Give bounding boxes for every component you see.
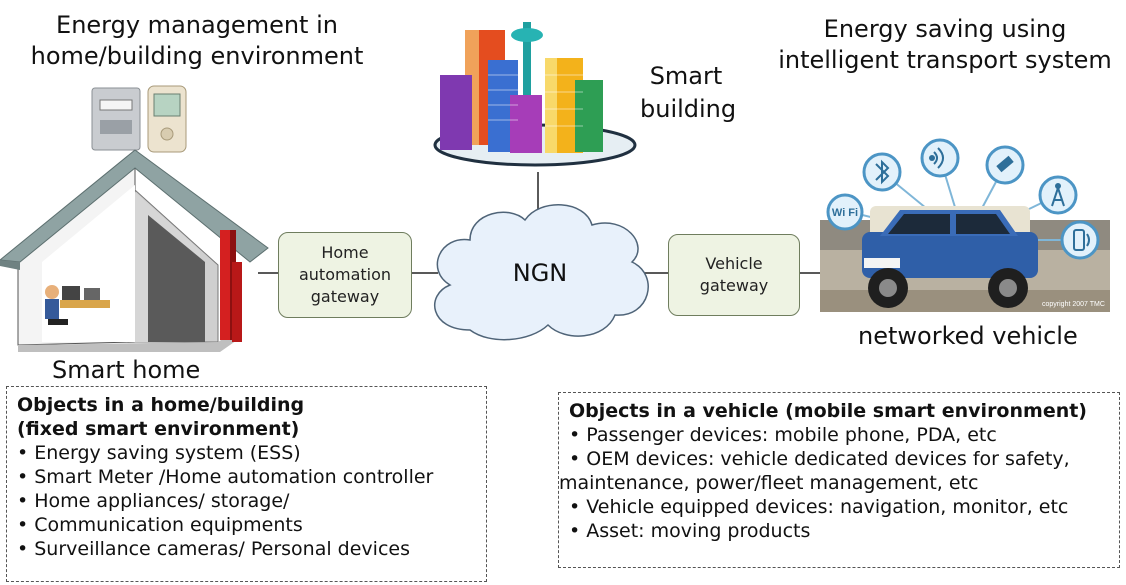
- list-item: • OEM devices: vehicle dedicated devices…: [569, 448, 1070, 470]
- gateway-label-line: Vehicle: [705, 254, 763, 273]
- gateway-label-line: gateway: [699, 276, 769, 295]
- networked-vehicle-illustration: copyright 2007 TMC: [820, 157, 1110, 312]
- smart-home-illustration: [0, 149, 269, 352]
- heading-energy-transport: Energy saving using intelligent transpor…: [765, 14, 1125, 76]
- copyright-label: copyright 2007 TMC: [1042, 301, 1105, 308]
- list-item: • Passenger devices: mobile phone, PDA, …: [569, 424, 997, 446]
- heading-line: Energy management in: [56, 11, 338, 39]
- list-item: • Smart Meter /Home automation controlle…: [17, 466, 434, 488]
- smart-building-illustration: [433, 22, 637, 167]
- phone-icon: [1060, 220, 1100, 260]
- smart-home-label: Smart home: [52, 356, 201, 384]
- list-item: • Asset: moving products: [569, 520, 811, 542]
- signal-icon: [920, 138, 960, 178]
- smart-building-label: Smart building: [640, 60, 736, 126]
- gateway-label-line: gateway: [310, 287, 380, 306]
- ngn-label: NGN: [513, 259, 568, 287]
- smart-meter-icons: [91, 85, 187, 153]
- wifi-icon: Wi Fi: [826, 193, 864, 231]
- caption-line: Smart: [649, 62, 723, 90]
- bluetooth-icon: [862, 152, 902, 192]
- caption-line: building: [640, 95, 737, 123]
- antenna-icon: [1038, 175, 1078, 215]
- home-automation-gateway: Home automation gateway: [278, 232, 412, 318]
- heading-line: intelligent transport system: [778, 46, 1112, 74]
- satellite-icon: [985, 145, 1025, 185]
- list-item: • Vehicle equipped devices: navigation, …: [569, 496, 1069, 518]
- ngn-cloud: [434, 204, 649, 341]
- home-objects-box: Objects in a home/building (fixed smart …: [6, 386, 487, 582]
- heading-energy-home: Energy management in home/building envir…: [2, 10, 392, 72]
- home-objects-title: (fixed smart environment): [17, 418, 300, 440]
- vehicle-gateway: Vehicle gateway: [668, 234, 800, 316]
- svg-text:Wi Fi: Wi Fi: [832, 207, 858, 219]
- gateway-label-line: Home: [321, 243, 369, 262]
- gateway-label-line: automation: [298, 265, 392, 284]
- home-objects-title: Objects in a home/building: [17, 394, 305, 416]
- heading-line: home/building environment: [30, 42, 364, 70]
- list-item: • Surveillance cameras/ Personal devices: [17, 538, 410, 560]
- networked-vehicle-label: networked vehicle: [858, 322, 1078, 350]
- list-item: maintenance, power/fleet management, etc: [559, 472, 979, 494]
- vehicle-objects-title: Objects in a vehicle (mobile smart envir…: [569, 400, 1087, 422]
- vehicle-objects-box: Objects in a vehicle (mobile smart envir…: [558, 392, 1120, 568]
- list-item: • Home appliances/ storage/: [17, 490, 290, 512]
- heading-line: Energy saving using: [823, 15, 1067, 43]
- list-item: • Communication equipments: [17, 514, 303, 536]
- list-item: • Energy saving system (ESS): [17, 442, 301, 464]
